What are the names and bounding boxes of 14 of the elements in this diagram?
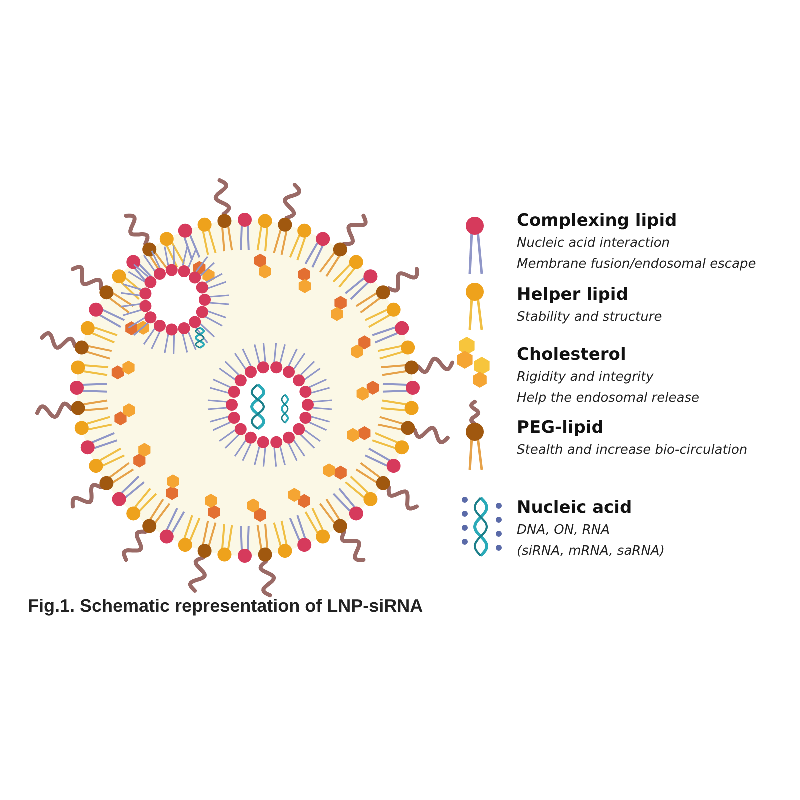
legend-label: Helper lipid xyxy=(517,285,628,305)
legend-description: Stability and structure xyxy=(517,309,662,327)
legend-description: Stealth and increase bio-circulation xyxy=(517,442,748,460)
figure-caption: Fig.1. Schematic representation of LNP-siRNA xyxy=(28,596,424,617)
legend-label: Complexing lipid xyxy=(517,211,678,231)
legend-label: Nucleic acid xyxy=(517,498,632,518)
legend-label: PEG-lipid xyxy=(517,418,604,438)
legend-description: Help the endosomal release xyxy=(517,390,700,408)
legend-description: (siRNA, mRNA, saRNA) xyxy=(517,543,665,561)
legend-description: DNA, ON, RNA xyxy=(517,522,610,540)
legend-description: Nucleic acid interaction xyxy=(517,235,670,253)
legend-description: Membrane fusion/endosomal escape xyxy=(517,256,756,274)
legend-description: Rigidity and integrity xyxy=(517,369,654,387)
legend-label: Cholesterol xyxy=(517,345,626,365)
